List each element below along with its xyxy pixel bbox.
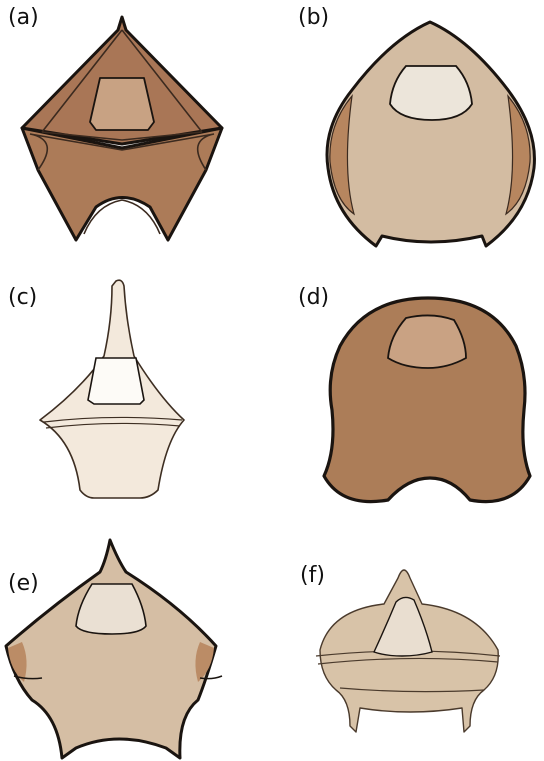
panel-e: (e)	[6, 540, 222, 758]
panel-a-label: (a)	[8, 5, 39, 30]
panel-e-label: (e)	[8, 571, 39, 596]
panel-b-window	[390, 66, 472, 120]
panel-c-label: (c)	[8, 285, 37, 310]
panel-d-label: (d)	[298, 285, 329, 310]
panel-b-body	[327, 22, 534, 246]
panel-c-window	[88, 358, 144, 404]
panel-f-label: (f)	[300, 563, 325, 588]
panel-d: (d)	[298, 285, 530, 502]
panel-b: (b)	[298, 5, 534, 246]
panel-a: (a)	[8, 5, 222, 240]
panel-a-window	[90, 78, 154, 130]
panel-f: (f)	[300, 563, 500, 732]
panel-b-label: (b)	[298, 5, 329, 30]
panel-c: (c)	[8, 280, 184, 498]
